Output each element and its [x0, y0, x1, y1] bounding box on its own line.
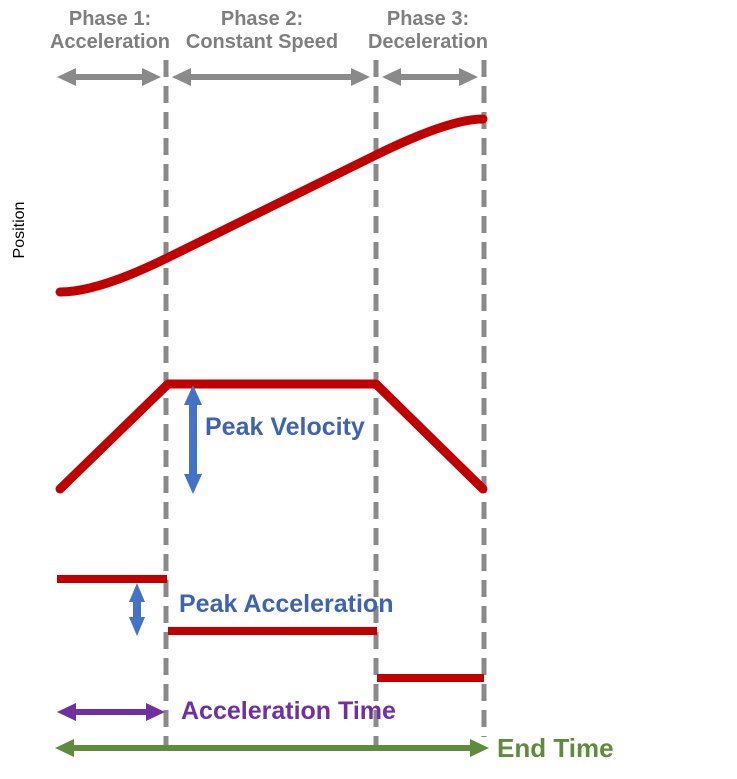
peak-velocity-arrow — [184, 385, 202, 494]
phase1-label-line2: Acceleration — [49, 31, 171, 53]
end-time-arrow — [55, 739, 489, 757]
position-curve — [55, 114, 488, 297]
arrowhead-down-icon — [129, 617, 145, 636]
peak-acceleration-label: Peak Acceleration — [179, 590, 394, 618]
phase2-duration-arrow — [172, 68, 370, 86]
phase1-label-line1: Phase 1: — [68, 8, 152, 30]
arrowhead-right-icon — [470, 739, 489, 757]
phase1-duration-arrow — [57, 68, 161, 86]
phase2-label-line2: Constant Speed — [185, 31, 339, 53]
phase3-label: Phase 3: Deceleration — [338, 8, 518, 54]
arrowhead-up-icon — [129, 583, 145, 602]
acceleration-time-label: Acceleration Time — [181, 697, 396, 725]
arrowhead-left-icon — [57, 703, 76, 721]
velocity-curve — [55, 379, 488, 494]
arrowhead-right-icon — [459, 68, 478, 86]
phase3-label-line2: Deceleration — [367, 31, 489, 53]
phase2-label: Phase 2: Constant Speed — [172, 8, 352, 54]
arrowhead-right-icon — [146, 703, 165, 721]
phase1-label: Phase 1: Acceleration — [20, 8, 200, 54]
peak-velocity-label: Peak Velocity — [205, 413, 365, 441]
phase2-label-line1: Phase 2: — [220, 8, 304, 30]
arrowhead-down-icon — [184, 474, 202, 494]
arrowhead-left-icon — [57, 68, 76, 86]
arrowhead-left-icon — [382, 68, 401, 86]
peak-acceleration-arrow — [129, 583, 145, 636]
arrowhead-right-icon — [142, 68, 161, 86]
arrowhead-left-icon — [172, 68, 191, 86]
arrowhead-up-icon — [184, 385, 202, 405]
phase3-label-line1: Phase 3: — [386, 8, 470, 30]
end-time-label: End Time — [497, 733, 614, 763]
position-axis-label: Position — [11, 201, 28, 259]
acceleration-time-arrow — [57, 703, 165, 721]
arrowhead-left-icon — [55, 739, 74, 757]
arrowhead-right-icon — [351, 68, 370, 86]
phase3-duration-arrow — [382, 68, 478, 86]
